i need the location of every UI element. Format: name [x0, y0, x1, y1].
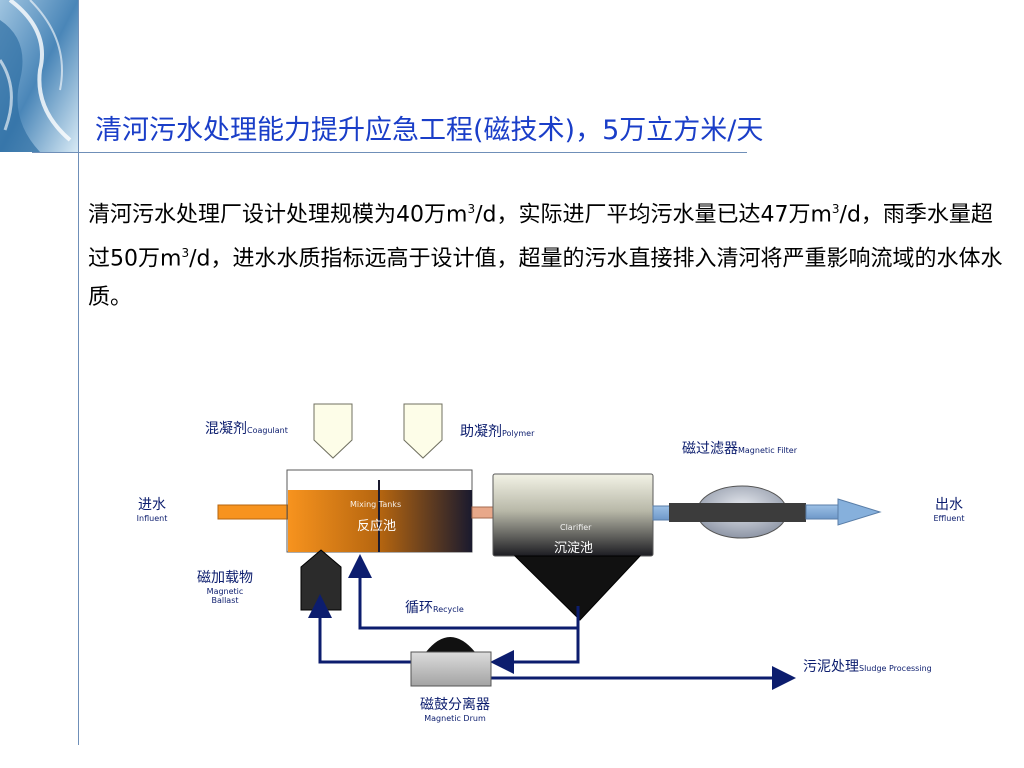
water-splash-icon: [0, 0, 78, 152]
polymer-hopper: [403, 403, 443, 459]
magnetic-drum: [410, 651, 492, 687]
recycle-label: 循环Recycle: [405, 600, 464, 616]
coagulant-label: 混凝剂Coagulant: [205, 421, 288, 437]
clarifier-label: 沉淀池: [554, 541, 594, 556]
drum-to-sludge-line: [453, 666, 796, 690]
vertical-rule: [78, 0, 79, 745]
water-splash-decoration: [0, 0, 78, 152]
tank-to-clarifier-pipe: [471, 506, 495, 519]
sludge-to-drum-line: [490, 628, 580, 674]
clarifier-outlet-pipe: [652, 505, 672, 521]
effluent-pipe: [805, 504, 841, 520]
coagulant-hopper: [313, 403, 353, 459]
reaction-tank-label: 反应池: [357, 519, 397, 534]
horizontal-rule: [32, 152, 747, 153]
effluent-arrow: [837, 498, 882, 526]
magnetic-drum-dome: [426, 637, 475, 652]
drum-to-ballast-line: [308, 594, 411, 664]
polymer-label: 助凝剂Polymer: [460, 424, 535, 440]
description-paragraph: 清河污水处理厂设计处理规模为40万m3/d，实际进厂平均污水量已达47万m3/d…: [88, 202, 1003, 310]
filter-core: [669, 503, 806, 522]
influent-pipe: [217, 504, 289, 520]
clarifier-cone: [513, 555, 642, 621]
magnetic-filter-label: 磁过滤器Magnetic Filter: [682, 441, 797, 457]
clarifier-en-label: Clarifier: [560, 523, 592, 532]
mixing-tanks-en-label: Mixing Tanks: [350, 500, 402, 509]
recycle-line: [348, 554, 580, 630]
page-title: 清河污水处理能力提升应急工程(磁技术)，5万立方米/天: [95, 115, 764, 146]
sludge-processing-label: 污泥处理Sludge Processing: [803, 659, 932, 675]
